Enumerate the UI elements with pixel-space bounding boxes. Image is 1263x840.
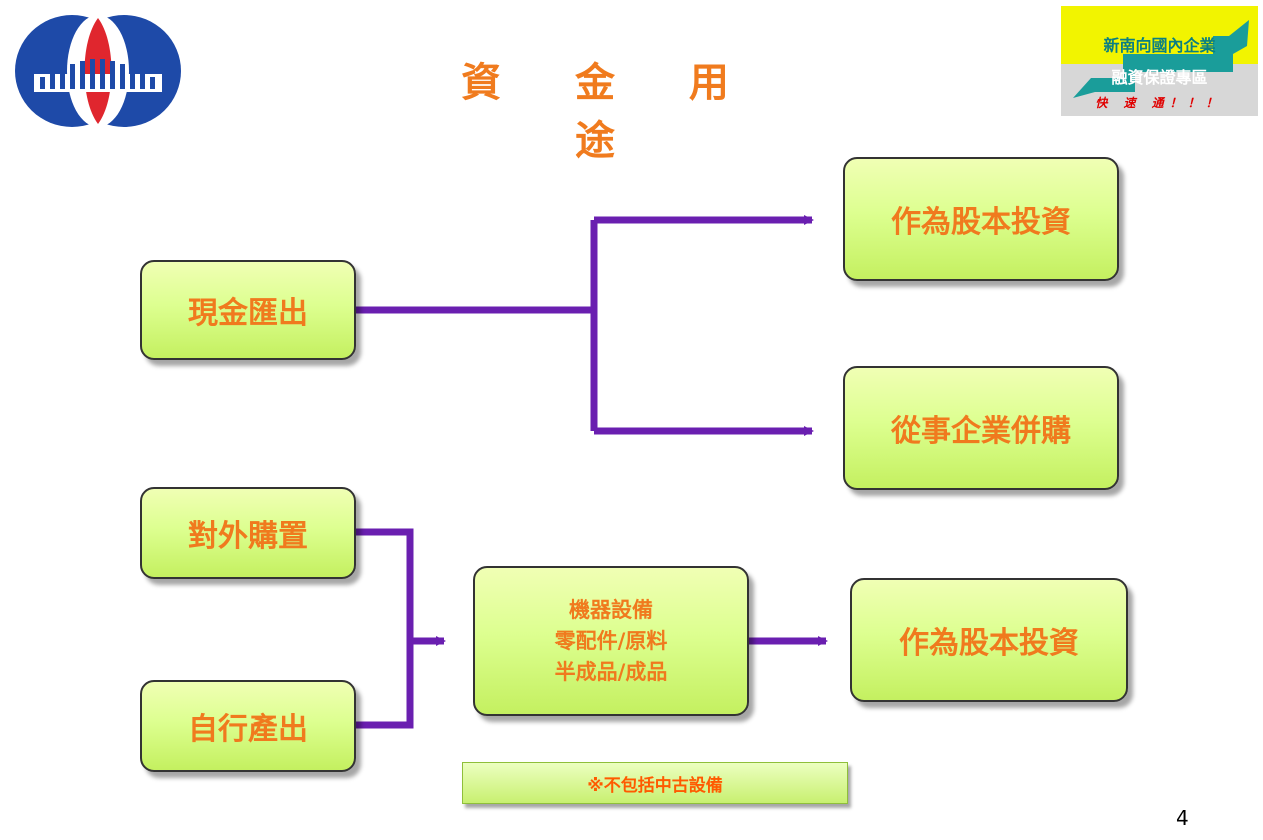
box-self-produced: 自行產出 — [140, 680, 356, 772]
arrow-up-right-icon — [1073, 20, 1249, 98]
box-equity-investment-2: 作為股本投資 — [850, 578, 1128, 702]
box-cash-out: 現金匯出 — [140, 260, 356, 360]
badge-line-2: 融資保證專區 — [1111, 68, 1208, 87]
box-external-purchase: 對外購置 — [140, 487, 356, 579]
company-logo — [15, 15, 181, 127]
connector-purchase — [356, 528, 414, 729]
badge-line-3: 快 速 通！！！ — [1095, 96, 1224, 110]
item-semi-finished-goods: 半成品/成品 — [554, 659, 668, 684]
page-number: 4 — [1176, 806, 1189, 830]
box-equipment-materials: 機器設備 零配件/原料 半成品/成品 — [473, 566, 749, 716]
promo-badge: 新南向國內企業 融資保證專區 快 速 通！！！ — [1061, 6, 1258, 116]
item-machinery: 機器設備 — [569, 597, 653, 622]
box-equity-investment-1: 作為股本投資 — [843, 157, 1119, 281]
item-parts-materials: 零配件/原料 — [554, 628, 668, 653]
box-merger-acquisition: 從事企業併購 — [843, 366, 1119, 490]
page-title: 資 金 用 途 — [461, 60, 759, 164]
badge-line-1: 新南向國內企業 — [1103, 36, 1216, 55]
footnote-no-used-equipment: ※不包括中古設備 — [462, 762, 848, 804]
